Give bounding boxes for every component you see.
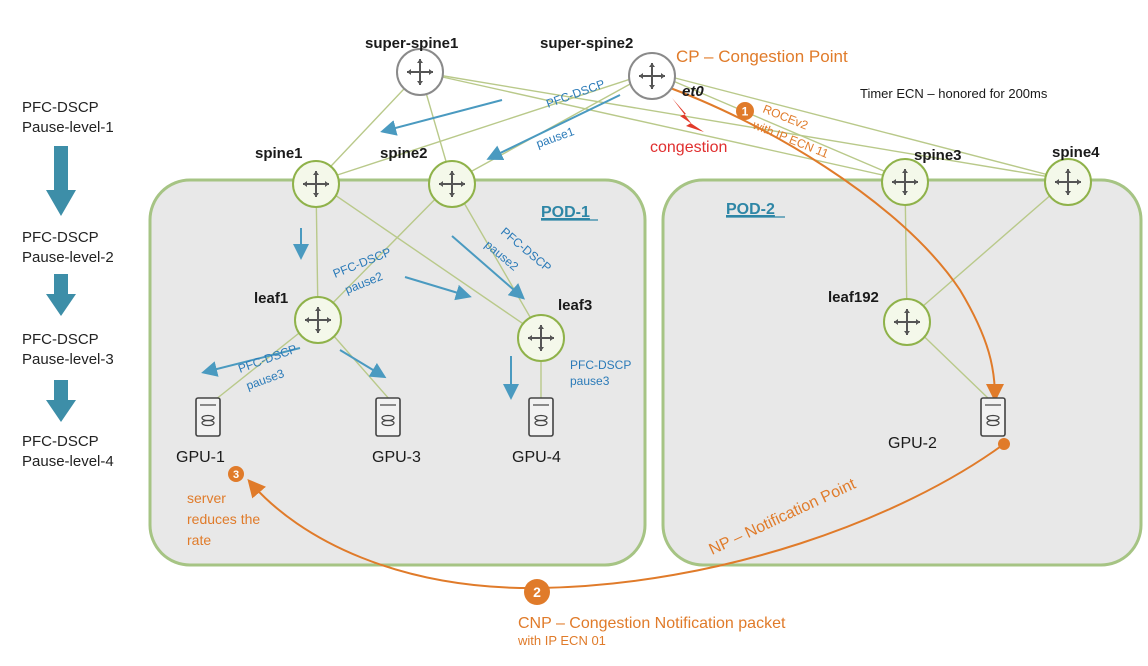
pfc-pause3-right-label-b: pause3 (570, 374, 610, 388)
leaf3-router-icon (517, 314, 565, 362)
step-3-number: 3 (233, 469, 239, 481)
gpu-2-label: GPU-2 (888, 435, 937, 452)
spine2-label: spine2 (380, 145, 428, 162)
legend-level-3-line1: PFC-DSCP (22, 331, 99, 348)
congestion-point-label: CP – Congestion Point (676, 47, 848, 66)
spine2-router-icon (428, 160, 476, 208)
legend-level-1-line2: Pause-level-1 (22, 119, 114, 136)
step-3-badge: 3 (228, 466, 244, 482)
server-reduces-line3: rate (187, 532, 211, 548)
server-reduces-line2: reduces the (187, 511, 260, 527)
super-spine1-router-icon (396, 48, 444, 96)
gpu-3-server-icon (375, 397, 401, 437)
step-1-badge: 1 (736, 102, 754, 120)
rocev2-flow-line (661, 84, 1004, 402)
step-2-badge: 2 (524, 579, 550, 605)
super-spine1-label: super-spine1 (365, 35, 458, 52)
super-spine2-router-icon (628, 52, 676, 100)
legend-level-1-line1: PFC-DSCP (22, 99, 99, 116)
step-2-number: 2 (533, 584, 541, 600)
gpu-4-label: GPU-4 (512, 449, 561, 466)
legend-arrow-1 (46, 146, 76, 216)
gpu-3-label: GPU-3 (372, 449, 421, 466)
et0-interface-label: et0 (682, 83, 704, 100)
legend-arrow-3 (46, 380, 76, 422)
step-1-number: 1 (742, 105, 749, 119)
leaf1-router-icon (294, 296, 342, 344)
cnp-flow-line (247, 443, 1005, 590)
pod-2-area (661, 178, 1143, 567)
server-reduces-line1: server (187, 490, 226, 506)
pfc-pause3-right-label-a: PFC-DSCP (570, 358, 631, 372)
legend-level-3-line2: Pause-level-3 (22, 351, 114, 368)
pod-1-label: POD-1 (541, 204, 590, 221)
legend-level-2-line1: PFC-DSCP (22, 229, 99, 246)
spine3-router-icon (881, 158, 929, 206)
gpu-1-label: GPU-1 (176, 449, 225, 466)
leaf1-label: leaf1 (254, 290, 288, 307)
leaf3-label: leaf3 (558, 297, 592, 314)
pod-2-label: POD-2 (726, 201, 775, 218)
cnp-label-line2: with IP ECN 01 (517, 633, 606, 648)
spine4-router-icon (1044, 158, 1092, 206)
congestion-label: congestion (650, 139, 727, 156)
legend-arrow-2 (46, 274, 76, 316)
pfc-pause-arrows (201, 94, 621, 400)
spine3-label: spine3 (914, 147, 962, 164)
leaf192-label: leaf192 (828, 289, 879, 306)
gpu-2-server-icon (980, 397, 1006, 437)
congestion-bolt-icon (672, 98, 704, 132)
gpu-1-server-icon (195, 397, 221, 437)
super-spine2-label: super-spine2 (540, 35, 633, 52)
legend-level-2-line2: Pause-level-2 (22, 249, 114, 266)
spine1-router-icon (292, 160, 340, 208)
spine4-label: spine4 (1052, 144, 1100, 161)
cnp-label-line1: CNP – Congestion Notification packet (518, 615, 786, 632)
pod-1-area (148, 178, 647, 567)
legend-level-4-line1: PFC-DSCP (22, 433, 99, 450)
gpu-2-endpoint-dot (998, 438, 1010, 450)
timer-ecn-label: Timer ECN – honored for 200ms (860, 86, 1048, 101)
gpu-4-server-icon (528, 397, 554, 437)
leaf192-router-icon (883, 298, 931, 346)
legend-level-4-line2: Pause-level-4 (22, 453, 114, 470)
legend-arrows (46, 146, 76, 422)
pfc-pause1-label-b: pause1 (534, 124, 576, 151)
spine1-label: spine1 (255, 145, 303, 162)
